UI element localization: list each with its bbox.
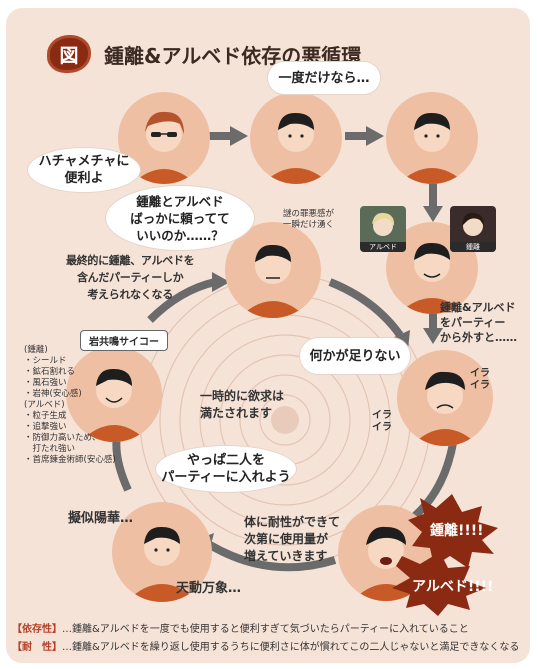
person-circle-2: [386, 92, 478, 184]
merit-list: (鍾離)・シールド・鉱石割れる・風石強い・岩神(安心感)(アルベド)・粒子生成・…: [24, 345, 116, 466]
person-circle-8: [66, 346, 162, 442]
remove-text: 鍾離&アルベド をパーティー から外すと……: [440, 301, 517, 344]
footer-tolerance: 【耐 性】…鍾離&アルベドを繰り返し使用するうちに便利さに体が慣れてこの二人じゃ…: [12, 638, 519, 653]
tolerance-tag: 【耐 性】: [12, 642, 62, 653]
merit-list-item: ・風石強い: [24, 378, 67, 388]
man-illustration: [398, 112, 466, 184]
zhongli-icon: [462, 212, 484, 236]
merit-list-item: ・粒子生成: [24, 411, 67, 421]
person-circle-7: [112, 502, 212, 602]
merit-list-item: ・鉱石割れる: [24, 367, 76, 377]
dependency-text: …鍾離&アルベドを一度でも使用すると便利すぎて気づいたらパーティーに入れているこ…: [62, 624, 469, 635]
albedo-icon: [372, 212, 395, 236]
albedo-label: アルベド: [360, 242, 406, 252]
bubble-hachamecha: ハチャメチャに 便利よ: [28, 148, 140, 192]
merit-list-item: (アルベド): [24, 400, 65, 410]
person-circle-1: [250, 92, 342, 184]
dependency-tag: 【依存性】: [12, 624, 62, 635]
merit-list-item: ・防御力高いため、: [24, 433, 101, 443]
shouting-man-illustration: [352, 526, 420, 601]
merit-list-item: 打たれ強い: [24, 444, 76, 454]
bubble-tayotte: 鍾離とアルベド ばっかに頼ってて いいのか……？: [106, 186, 254, 250]
iraira-text-2: イラ イラ: [372, 410, 392, 433]
tolerance-text: 体に耐性ができて 次第に使用量が 増えていきます: [244, 515, 341, 563]
merit-list-item: ・追撃強い: [24, 422, 67, 432]
bubble-nanika: 何かが足りない: [300, 338, 410, 374]
merit-list-item: (鍾離): [24, 345, 48, 355]
burst-zhongli: 鍾離!!!!: [430, 523, 484, 539]
arrow-loop-bottom: [207, 541, 337, 572]
man-illustration: [126, 526, 198, 602]
friend-illustration: [132, 111, 196, 184]
bubble-ichido: 一度だけなら…: [268, 62, 380, 94]
figure-badge: 図: [50, 38, 88, 70]
final-text: 最終的に鍾離、アルベドを 含んだパーティーしか 考えられなくなる: [66, 254, 195, 301]
person-circle-5: [397, 350, 493, 446]
happy-man-illustration: [80, 368, 148, 442]
arrow-loop-upper-left: [147, 278, 216, 323]
bubble-yappa: やっぱ二人を パーティーに入れよう: [156, 446, 296, 492]
albedo-portrait: アルベド: [360, 206, 406, 252]
man-illustration: [398, 242, 466, 314]
zhongli-label: 鍾離: [450, 242, 496, 252]
guilt-text: 謎の罪悪感が 一瞬だけ湧く: [283, 209, 335, 230]
tendo-text: 天動万象…: [176, 581, 242, 596]
iraira-text-1: イラ イラ: [470, 368, 490, 391]
burst-albedo: アルベド!!!!: [412, 579, 494, 595]
geo-resonance-caption: 岩共鳴サイコー: [80, 330, 168, 351]
arrow-loop-upper-right: [328, 278, 404, 338]
man-illustration: [239, 244, 307, 318]
footer-dependency: 【依存性】…鍾離&アルベドを一度でも使用すると便利すぎて気づいたらパーティーに入…: [12, 620, 469, 635]
man-illustration: [262, 112, 330, 184]
merit-list-item: ・シールド: [24, 356, 67, 366]
giji-text: 擬似陽華…: [68, 511, 134, 526]
merit-list-item: ・首席錬金術師(安心感): [24, 455, 116, 465]
zhongli-portrait: 鍾離: [450, 206, 496, 252]
person-circle-4: [225, 222, 321, 318]
frustrated-man-illustration: [411, 371, 479, 446]
tolerance-footer-text: …鍾離&アルベドを繰り返し使用するうちに便利さに体が慣れてこの二人じゃないと満足…: [62, 642, 520, 653]
temporary-text: 一時的に欲求は 満たされます: [200, 389, 285, 420]
merit-list-item: ・岩神(安心感): [24, 389, 82, 399]
